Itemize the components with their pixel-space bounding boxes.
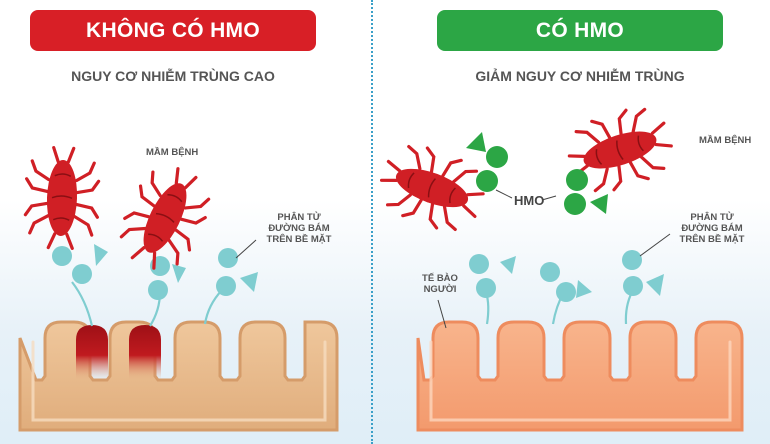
- right-molecule-label-line-2: ĐƯỜNG BÁM: [681, 223, 743, 234]
- subtitle-high-risk: NGUY CƠ NHIỄM TRÙNG CAO: [71, 68, 275, 84]
- banner-with-hmo: CÓ HMO: [437, 10, 723, 51]
- right-molecule-label: PHÂN TỬ ĐƯỜNG BÁM TRÊN BỀ MẶT: [672, 212, 752, 245]
- right-pathogen-label: MẦM BỆNH: [699, 135, 752, 146]
- right-sugar-shapes: [469, 250, 664, 302]
- left-molecule-label: PHÂN TỬ ĐƯỜNG BÁM TRÊN BỀ MẶT: [260, 212, 338, 245]
- hmo-molecule-2: [564, 169, 608, 215]
- left-molecule-label-line-2: ĐƯỜNG BÁM: [268, 223, 330, 234]
- left-pathogen-label: MẦM BỆNH: [146, 147, 199, 158]
- left-cell-surface: [18, 320, 339, 432]
- banner-without-hmo: KHÔNG CÓ HMO: [30, 10, 316, 51]
- subtitle-reduced-risk: GIẢM NGUY CƠ NHIỄM TRÙNG: [475, 68, 685, 84]
- human-cell-label-line-2: NGƯỜI: [423, 284, 457, 295]
- human-cell-label-line-1: TẾ BÀO: [422, 273, 458, 284]
- left-sugar-molecules: [71, 281, 223, 327]
- right-cell-surface: [416, 320, 744, 432]
- hmo-label: HMO: [514, 193, 545, 208]
- left-molecule-label-line-1: PHÂN TỬ: [277, 212, 321, 223]
- panel-divider: [371, 0, 373, 444]
- right-molecule-label-line-1: PHÂN TỬ: [690, 212, 734, 223]
- left-pathogen-1: [22, 145, 102, 251]
- left-sugar-shapes: [52, 244, 258, 300]
- hmo-molecule-1: [466, 132, 508, 192]
- human-cell-label: TẾ BÀO NGƯỜI: [420, 273, 460, 295]
- left-molecule-label-line-3: TRÊN BỀ MẶT: [266, 234, 332, 245]
- right-pathogen-1: [371, 135, 493, 241]
- right-molecule-label-line-3: TRÊN BỀ MẶT: [679, 234, 745, 245]
